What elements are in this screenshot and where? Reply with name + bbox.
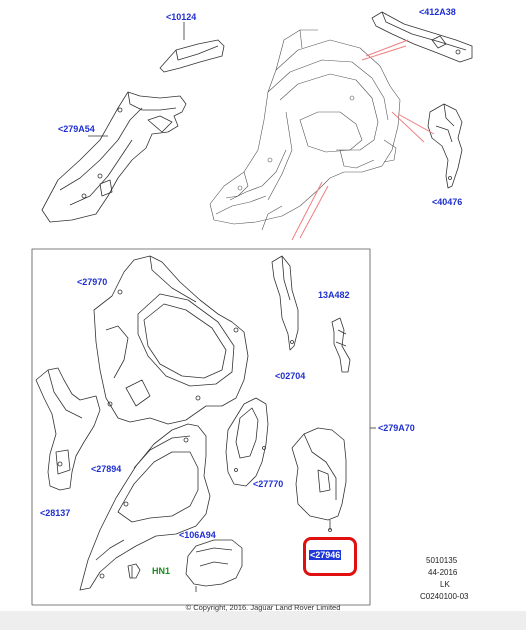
selected-part-highlight xyxy=(303,537,357,576)
diagram-date: 44-2016 xyxy=(428,568,458,577)
part-279A54-drawing xyxy=(41,91,187,223)
part-label-27970[interactable]: <27970 xyxy=(77,277,108,287)
part-label-28137[interactable]: <28137 xyxy=(40,508,71,518)
part-label-279A54[interactable]: <279A54 xyxy=(58,124,95,134)
part-label-40476[interactable]: <40476 xyxy=(432,197,463,207)
diagram-code: 5010135 xyxy=(426,556,458,565)
part-label-412A38[interactable]: <412A38 xyxy=(419,7,456,17)
part-13A482-drawing xyxy=(331,317,351,373)
part-label-13A482[interactable]: 13A482 xyxy=(318,290,350,300)
part-28137-drawing xyxy=(35,367,101,491)
part-40476-drawing xyxy=(427,103,463,189)
part-412A38-drawing xyxy=(371,11,473,63)
part-label-02704[interactable]: <02704 xyxy=(275,371,306,381)
part-label-27894[interactable]: <27894 xyxy=(91,464,122,474)
diagram-reference: C0240100-03 xyxy=(420,592,469,601)
part-27894-drawing xyxy=(79,423,211,591)
part-label-27770[interactable]: <27770 xyxy=(253,479,284,489)
part-10124-drawing xyxy=(159,22,225,73)
part-279A70-drawing xyxy=(291,427,347,532)
diagram-market: LK xyxy=(440,580,450,589)
part-27970-drawing xyxy=(93,255,249,425)
part-label-106A94[interactable]: <106A94 xyxy=(179,530,216,540)
part-02704-drawing xyxy=(271,255,299,351)
part-label-27946[interactable]: <27946 xyxy=(309,550,342,561)
part-label-10124[interactable]: <10124 xyxy=(166,12,197,22)
part-label-27946-text[interactable]: <27946 xyxy=(309,550,342,560)
part-27770-drawing xyxy=(225,397,269,487)
copyright-text: © Copyright, 2016. Jaguar Land Rover Lim… xyxy=(185,603,341,612)
vehicle-body-drawing xyxy=(209,29,401,231)
part-HN1-drawing xyxy=(127,563,141,579)
part-label-HN1[interactable]: HN1 xyxy=(152,566,171,576)
part-106A94-drawing xyxy=(185,539,243,592)
footer-bar xyxy=(0,611,526,630)
part-label-279A70[interactable]: <279A70 xyxy=(378,423,415,433)
